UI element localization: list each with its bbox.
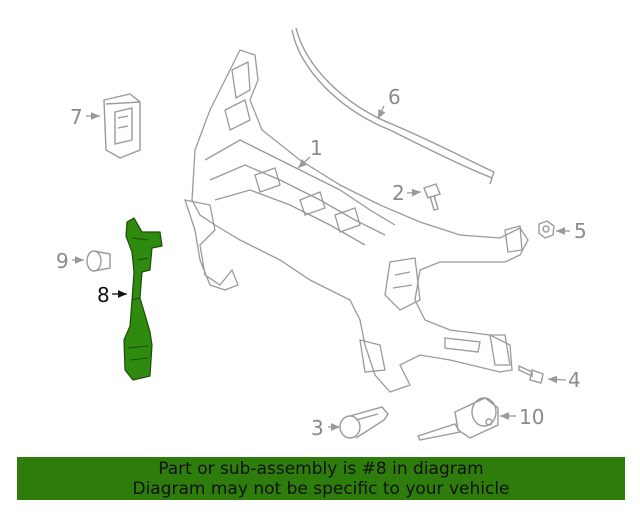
callout-6: 6	[388, 85, 401, 109]
leader-lines	[72, 105, 570, 431]
parts-diagram: 1 2 3 4 5 6 7 8 9 10	[56, 27, 587, 441]
callout-2: 2	[392, 181, 405, 205]
part-7-sensor-block[interactable]	[103, 93, 141, 159]
part-1-frame[interactable]	[184, 49, 529, 393]
callout-1: 1	[310, 136, 323, 160]
part-10-isolator[interactable]	[417, 397, 499, 441]
part-2-bolt[interactable]	[423, 183, 441, 211]
callout-4: 4	[568, 368, 581, 392]
info-banner: Part or sub-assembly is #8 in diagram Di…	[17, 457, 625, 500]
callout-10: 10	[519, 405, 544, 429]
banner-line-2: Diagram may not be specific to your vehi…	[132, 479, 510, 499]
part-5-nut[interactable]	[538, 220, 555, 239]
part-6-trim-strip[interactable]	[291, 27, 495, 185]
banner-line-1: Part or sub-assembly is #8 in diagram	[158, 459, 484, 479]
callout-5: 5	[574, 219, 587, 243]
callout-3: 3	[311, 416, 324, 440]
part-3-shoulder-bolt[interactable]	[339, 406, 389, 439]
part-4-bolt[interactable]	[518, 364, 544, 384]
callout-8: 8	[97, 283, 110, 307]
part-9-bolt[interactable]	[86, 250, 111, 272]
callout-9: 9	[56, 249, 69, 273]
callout-7: 7	[70, 105, 83, 129]
part-8-highlighted-bracket[interactable]	[123, 217, 163, 381]
